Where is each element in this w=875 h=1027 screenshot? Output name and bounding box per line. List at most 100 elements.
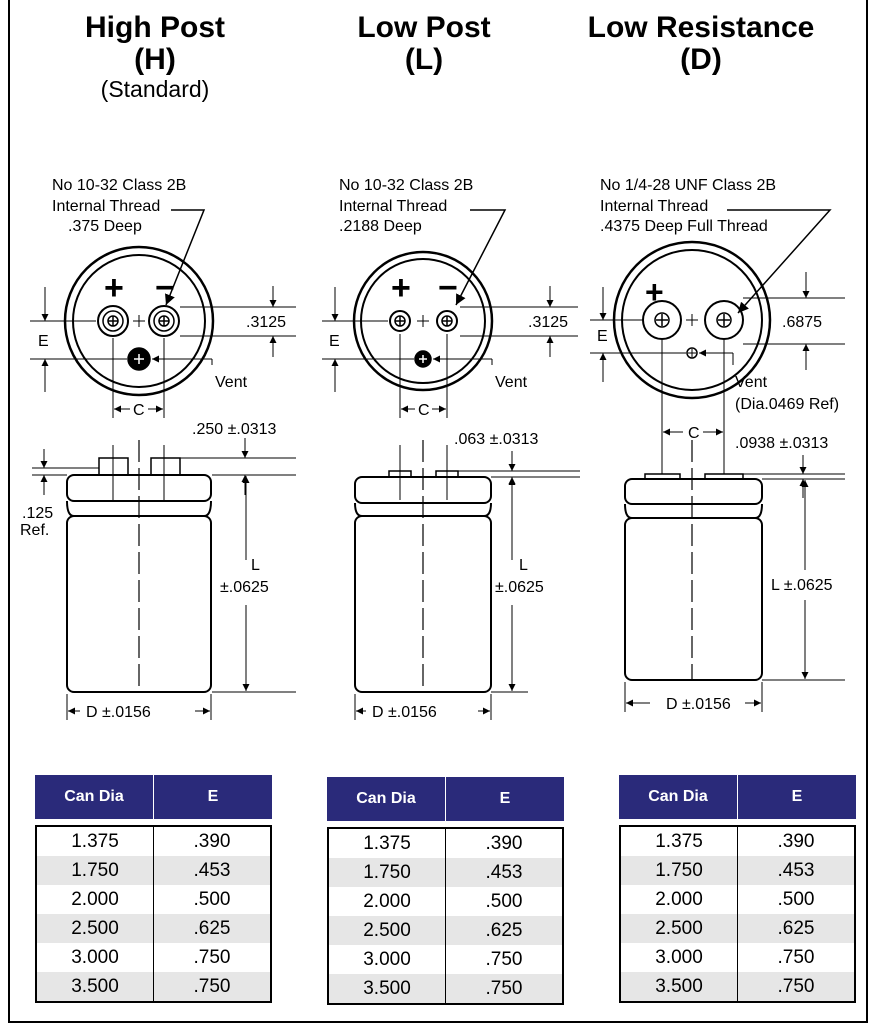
cell-can-dia: 2.500 [621, 914, 738, 943]
cell-e: .750 [485, 949, 523, 970]
lowres-vent-dia-label: (Dia.0469 Ref) [735, 396, 839, 413]
low-plus-sign: + [391, 269, 411, 307]
cell-e: .390 [193, 831, 231, 852]
table-header: Can Dia E [327, 777, 564, 821]
header-high-post: High Post (H) (Standard) [25, 12, 285, 101]
low-resistance-drawing: No 1/4-28 UNF Class 2B Internal Thread .… [590, 177, 845, 713]
low-spacing-label: .3125 [528, 314, 568, 331]
high-thread-label-1: No 10-32 Class 2B [52, 177, 186, 194]
lowres-spacing-label: .6875 [782, 314, 822, 331]
table-row: 1.750 .453 [621, 856, 854, 885]
lowres-d-label: D ±.0156 [666, 696, 731, 713]
table-row: 3.000 .750 [37, 943, 270, 972]
cell-e: .500 [193, 889, 231, 910]
col-e: E [791, 788, 803, 805]
lowres-thread-label-3: .4375 Deep Full Thread [600, 218, 768, 235]
cell-can-dia: 1.375 [329, 829, 446, 858]
lowres-plus-sign: + [645, 274, 664, 310]
cell-can-dia: 2.000 [621, 885, 738, 914]
cell-e: .625 [777, 918, 815, 939]
cell-e: .500 [485, 891, 523, 912]
header-lowres-title: Low Resistance [587, 11, 815, 44]
cell-e: .625 [193, 918, 231, 939]
col-can-dia: Can Dia [327, 777, 446, 821]
low-can-top [354, 476, 492, 504]
low-post-height-label: .063 ±.0313 [454, 431, 539, 448]
cell-can-dia: 2.000 [37, 885, 154, 914]
low-l-tol-label: ±.0625 [495, 579, 544, 596]
table-row: 3.000.750 [621, 943, 854, 972]
lowres-vent-hole [686, 347, 698, 359]
table-header: Can Dia E [619, 775, 856, 819]
col-can-dia: Can Dia [619, 775, 738, 819]
cell-can-dia: 1.375 [37, 827, 154, 856]
cell-e: .453 [777, 860, 815, 881]
high-center-mark [133, 315, 145, 327]
high-e-label: E [38, 333, 49, 350]
header-low-resistance: Low Resistance (D) [571, 12, 831, 75]
low-thread-leader [455, 209, 507, 306]
header-low-post: Low Post (L) [294, 12, 554, 75]
table-row: 1.750.453 [329, 858, 562, 887]
table-low-resistance: Can Dia E 1.375.390 1.750.453 2.000.500 … [619, 775, 856, 1003]
table-row: 3.500.750 [329, 974, 562, 1003]
table-row: 2.500 .625 [37, 914, 270, 943]
high-vent-label: Vent [215, 374, 248, 391]
low-thread-label-1: No 10-32 Class 2B [339, 177, 473, 194]
low-thread-label-3: .2188 Deep [339, 218, 422, 235]
cell-can-dia: 2.500 [37, 914, 154, 943]
table-row: 1.750.453 [37, 856, 270, 885]
low-minus-sign: − [438, 269, 458, 307]
high-can-top [66, 474, 212, 502]
high-c-label: C [133, 402, 145, 419]
cell-can-dia: 1.750 [329, 858, 446, 887]
high-terminal-positive [97, 305, 129, 337]
cell-can-dia: 1.375 [621, 827, 738, 856]
table-row: 1.375 .390 [329, 829, 562, 858]
lowres-e-label: E [597, 328, 608, 345]
cell-e: .750 [193, 947, 231, 968]
high-d-label: D ±.0156 [86, 704, 151, 721]
cell-can-dia: 3.000 [329, 945, 446, 974]
low-post-drawing: No 10-32 Class 2B Internal Thread .2188 … [322, 177, 580, 721]
header-lowres-code: (D) [680, 42, 722, 76]
low-d-label: D ±.0156 [372, 704, 437, 721]
high-l-label: L [251, 557, 260, 574]
high-ref-label-1: .125 [22, 505, 53, 522]
table-row: 1.375 .390 [37, 827, 270, 856]
high-l-tol-label: ±.0625 [220, 579, 269, 596]
high-thread-label-3: .375 Deep [68, 218, 142, 235]
cell-can-dia: 2.500 [329, 916, 446, 945]
cell-e: .390 [485, 833, 523, 854]
header-high-standard: (Standard) [100, 76, 210, 102]
table-row: 3.500.750 [621, 972, 854, 1001]
cell-e: .500 [777, 889, 815, 910]
high-post-drawing: No 10-32 Class 2B Internal Thread .375 D… [20, 177, 296, 721]
low-terminal-positive [389, 310, 411, 332]
cell-can-dia: 1.750 [621, 856, 738, 885]
table-row: 2.000 .500 [621, 885, 854, 914]
lowres-can-body [624, 517, 763, 681]
cell-can-dia: 2.000 [329, 887, 446, 916]
cell-e: .750 [777, 976, 815, 997]
cell-e: .390 [777, 831, 815, 852]
low-l-label: L [519, 557, 528, 574]
low-c-label: C [418, 402, 430, 419]
lowres-vent-label: Vent [735, 374, 768, 391]
table-high-post: Can Dia E 1.375.390 1.750.453 2.000.500 … [35, 775, 272, 1003]
high-thread-label-2: Internal Thread [52, 198, 160, 215]
lowres-thread-label-1: No 1/4-28 UNF Class 2B [600, 177, 776, 194]
high-minus-sign: − [155, 269, 175, 307]
cell-can-dia: 3.000 [37, 943, 154, 972]
col-e: E [499, 790, 511, 807]
cell-e: .750 [193, 976, 231, 997]
cell-can-dia: 1.750 [37, 856, 154, 885]
high-plus-sign: + [104, 269, 124, 307]
lowres-thread-leader [727, 209, 832, 314]
cell-can-dia: 3.500 [329, 974, 446, 1003]
table-row: 2.500.625 [329, 916, 562, 945]
high-post-height-label: .250 ±.0313 [192, 421, 277, 438]
cell-can-dia: 3.500 [37, 972, 154, 1001]
lowres-can-top [624, 478, 763, 505]
header-high-title: High Post [85, 11, 225, 44]
